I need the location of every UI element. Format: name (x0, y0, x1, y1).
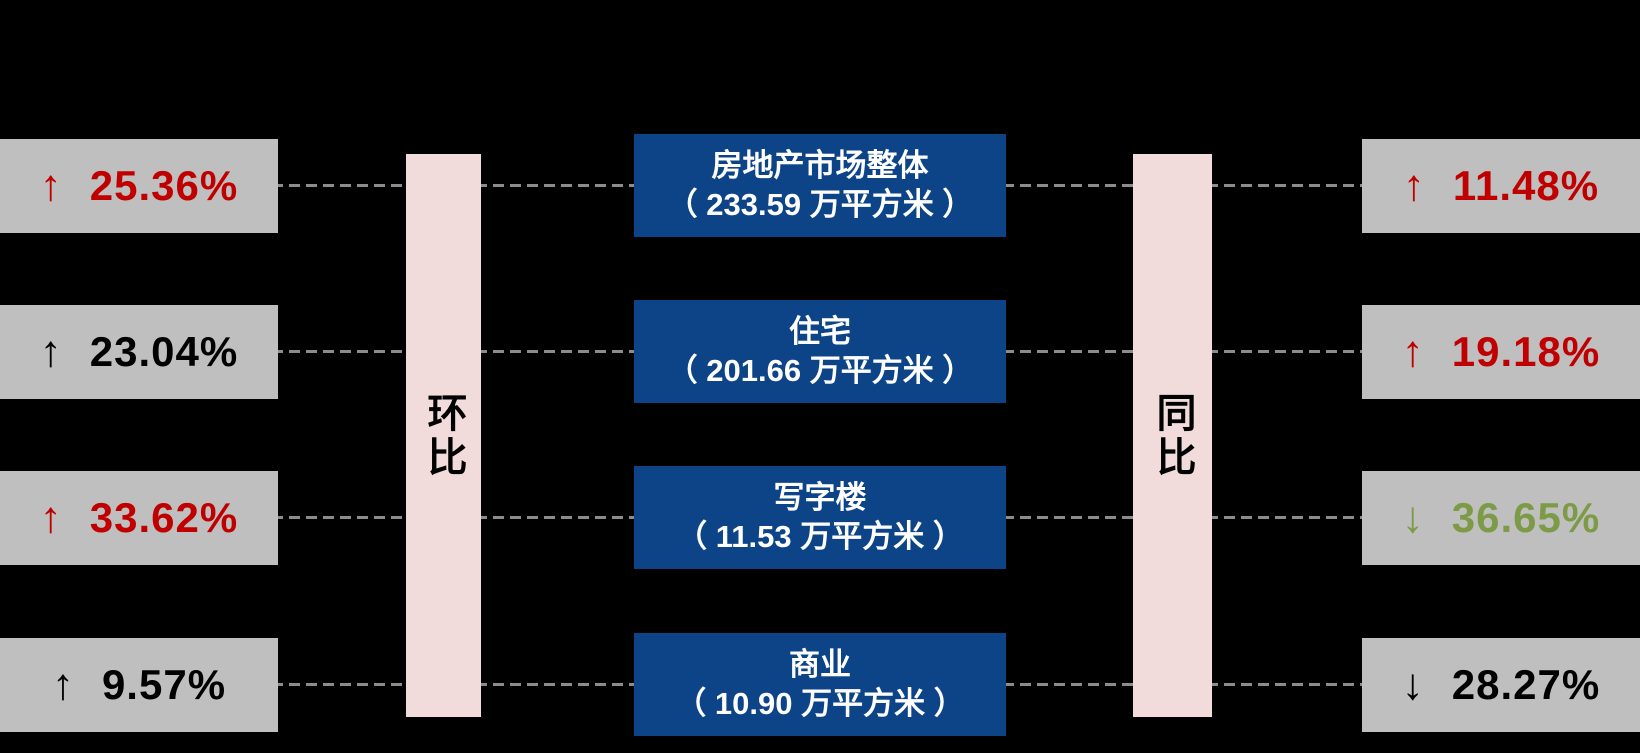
yoy-change-value: 28.27% (1451, 661, 1601, 708)
trend-arrow-icon: ↑ (51, 660, 74, 709)
category-label: 住宅 (789, 313, 851, 349)
category-value: （ 11.53 万平方米 ） (676, 518, 964, 554)
yoy-axis-label: 同比 (1150, 391, 1195, 480)
category-box-office: 写字楼 （ 11.53 万平方米 ） (634, 466, 1006, 569)
category-label: 商业 (789, 646, 851, 682)
category-value: （ 10.90 万平方米 ） (675, 685, 965, 721)
category-label: 写字楼 (773, 479, 867, 515)
mom-axis-label: 环比 (421, 391, 466, 480)
yoy-axis-bar: 同比 (1133, 154, 1212, 717)
trend-arrow-icon: ↑ (39, 327, 62, 376)
trend-arrow-icon: ↑ (1402, 161, 1425, 210)
trend-arrow-icon: ↑ (39, 493, 62, 542)
category-box-commercial: 商业 （ 10.90 万平方米 ） (634, 633, 1006, 736)
yoy-change-box-office: ↓ 36.65% (1362, 471, 1640, 565)
trend-arrow-icon: ↑ (39, 161, 62, 210)
mom-change-value: 9.57% (101, 661, 227, 708)
yoy-change-box-commercial: ↓ 28.27% (1362, 638, 1640, 732)
category-value: （ 233.59 万平方米 ） (666, 186, 974, 222)
category-box-overall: 房地产市场整体 （ 233.59 万平方米 ） (634, 134, 1006, 237)
yoy-change-box-overall: ↑ 11.48% (1362, 139, 1640, 233)
category-box-residential: 住宅 （ 201.66 万平方米 ） (634, 300, 1006, 403)
trend-arrow-icon: ↑ (1401, 327, 1424, 376)
mom-change-value: 33.62% (89, 494, 239, 541)
yoy-change-box-residential: ↑ 19.18% (1362, 305, 1640, 399)
mom-change-box-overall: ↑ 25.36% (0, 139, 278, 233)
mom-axis-bar: 环比 (406, 154, 481, 717)
category-value: （ 201.66 万平方米 ） (666, 352, 974, 388)
mom-change-box-office: ↑ 33.62% (0, 471, 278, 565)
mom-change-box-commercial: ↑ 9.57% (0, 638, 278, 732)
mom-change-box-residential: ↑ 23.04% (0, 305, 278, 399)
mom-change-value: 25.36% (89, 162, 239, 209)
yoy-change-value: 19.18% (1451, 328, 1601, 375)
category-label: 房地产市场整体 (711, 147, 929, 183)
trend-arrow-icon: ↓ (1401, 493, 1424, 542)
trend-arrow-icon: ↓ (1401, 660, 1424, 709)
yoy-change-value: 36.65% (1451, 494, 1601, 541)
mom-change-value: 23.04% (89, 328, 239, 375)
yoy-change-value: 11.48% (1452, 162, 1600, 209)
